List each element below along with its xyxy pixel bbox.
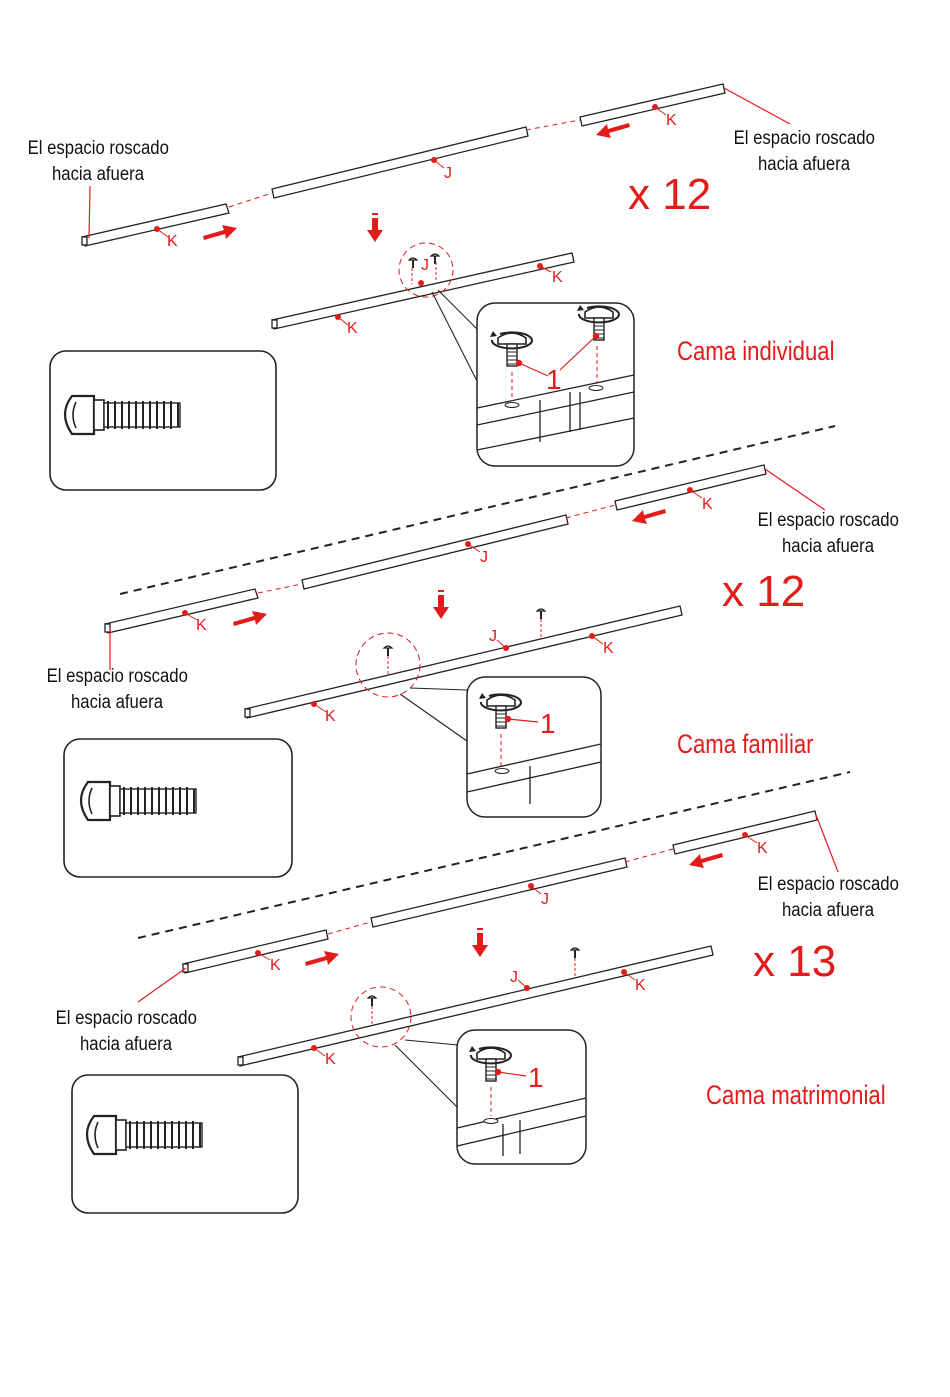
bed-type-label: Cama familiar (677, 729, 814, 759)
arrow-down-icon (472, 928, 488, 957)
note-line: El espacio roscado (758, 508, 899, 534)
left-thread-note: El espacio roscado hacia afuera (56, 1006, 197, 1058)
right-thread-note: El espacio roscado hacia afuera (734, 126, 875, 178)
note-line: El espacio roscado (758, 872, 899, 898)
screw-part-number: 1 (540, 710, 556, 738)
part-k-label: K (196, 617, 207, 634)
part-k-label: K (325, 1051, 336, 1068)
right-thread-note: El espacio roscado hacia afuera (758, 872, 899, 924)
rail-k-right (580, 84, 725, 126)
part-k-label: K (603, 640, 614, 657)
part-j-label: J (541, 891, 549, 908)
note-line: hacia afuera (758, 534, 899, 560)
rail-k-left (105, 589, 258, 633)
part-k-label: K (325, 708, 336, 725)
arrow-left-icon (689, 853, 723, 868)
quantity-label: x 12 (628, 173, 711, 217)
part-k-label: K (552, 269, 563, 286)
rail-j-center (371, 858, 627, 927)
rail-j-center (272, 127, 528, 198)
note-line: hacia afuera (47, 690, 188, 716)
bed-type-label: Cama matrimonial (706, 1080, 886, 1110)
part-j-label: J (510, 969, 518, 986)
part-j-label: J (489, 628, 497, 645)
part-j-label: J (444, 165, 452, 182)
arrow-left-icon (596, 123, 630, 138)
quantity-label: x 12 (722, 570, 805, 614)
note-line: hacia afuera (734, 152, 875, 178)
note-line: El espacio roscado (47, 664, 188, 690)
screw-part-number: 1 (546, 366, 562, 394)
arrow-right-icon (233, 611, 267, 626)
screw-part-number: 1 (528, 1064, 544, 1092)
rail-j-center (302, 515, 568, 589)
bolt-illustration-box (72, 1075, 298, 1213)
note-line: hacia afuera (28, 162, 169, 188)
part-k-label: K (757, 840, 768, 857)
rail-k-left (82, 204, 229, 246)
left-thread-note: El espacio roscado hacia afuera (28, 136, 169, 188)
detail-zoom-box (467, 677, 601, 817)
note-line: hacia afuera (56, 1032, 197, 1058)
note-line: El espacio roscado (734, 126, 875, 152)
arrow-left-icon (632, 509, 666, 524)
arrow-right-icon (305, 951, 339, 966)
arrow-down-icon (433, 590, 449, 619)
left-thread-note: El espacio roscado hacia afuera (47, 664, 188, 716)
quantity-label: x 13 (753, 940, 836, 984)
part-k-label: K (635, 977, 646, 994)
bed-type-label: Cama individual (677, 336, 835, 366)
note-line: hacia afuera (758, 898, 899, 924)
part-k-label: K (702, 496, 713, 513)
right-thread-note: El espacio roscado hacia afuera (758, 508, 899, 560)
bolt-illustration-box (50, 351, 276, 490)
part-k-label: K (167, 233, 178, 250)
part-k-label: K (270, 957, 281, 974)
note-line: El espacio roscado (28, 136, 169, 162)
part-j-label: J (480, 549, 488, 566)
arrow-down-icon (367, 213, 383, 242)
rail-assembled (245, 606, 682, 718)
detail-zoom-box (457, 1030, 586, 1164)
part-j-label: J (421, 257, 429, 274)
part-k-label: K (347, 320, 358, 337)
arrow-right-icon (203, 225, 237, 240)
bolt-illustration-box (64, 739, 292, 877)
part-k-label: K (666, 112, 677, 129)
note-line: El espacio roscado (56, 1006, 197, 1032)
